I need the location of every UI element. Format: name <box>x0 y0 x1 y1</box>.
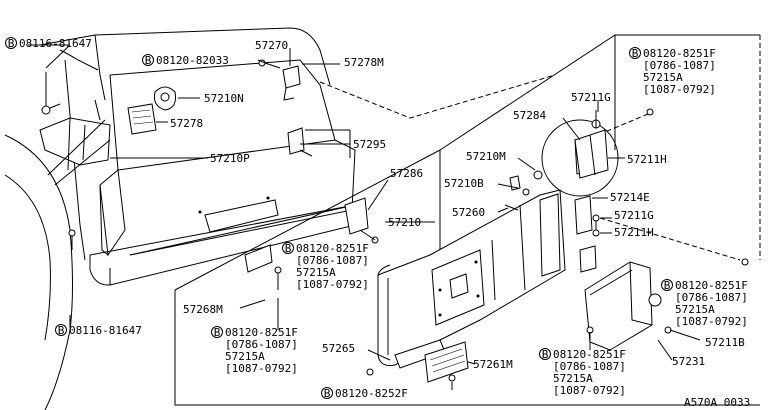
callout-part-57211G-top: 57211G <box>571 91 611 104</box>
callout-part-57210B: 57210B <box>444 177 484 190</box>
callout-part-57270: 57270 <box>255 39 288 52</box>
callout-part-57268M: 57268M <box>183 303 223 316</box>
bolt-symbol-icon: B <box>211 326 223 339</box>
svg-text:B: B <box>145 54 152 67</box>
svg-text:B: B <box>285 242 292 255</box>
bolt-symbol-icon: B <box>661 279 673 292</box>
svg-text:B: B <box>632 47 639 60</box>
hinge-bracket-left <box>39 72 111 186</box>
bolt-symbol-icon: B <box>539 348 551 361</box>
bolt-symbol-icon: B <box>629 47 641 60</box>
callout-block-block-right-line: 57215A <box>675 303 715 316</box>
callout-part-57210M: 57210M <box>466 150 506 163</box>
callout-part-57211G-mid: 57211G <box>614 209 654 222</box>
svg-text:B: B <box>324 387 331 400</box>
callout-part-57295: 57295 <box>353 138 386 151</box>
tire-carrier <box>377 135 597 383</box>
svg-text:B: B <box>214 326 221 339</box>
callout-part-57210N: 57210N <box>204 92 244 105</box>
callout-bolt-08116-81647-top: 08116-81647 <box>19 37 92 50</box>
callout-block-block-top-right-line: [1087-0792] <box>643 83 716 96</box>
callout-block-block-bottom-center-line: 08120-8251F <box>553 348 626 361</box>
bolt-symbol-icon: B <box>321 387 333 400</box>
callout-part-57265: 57265 <box>322 342 355 355</box>
callout-block-block-top-right-line: 57215A <box>643 71 683 84</box>
callout-part-57261M: 57261M <box>473 358 513 371</box>
svg-text:B: B <box>664 279 671 292</box>
callout-part-57211H-mid: 57211H <box>614 226 654 239</box>
svg-text:B: B <box>8 37 15 50</box>
callout-block-block-right-line: [1087-0792] <box>675 315 748 328</box>
callout-block-block-bottom-center-line: [1087-0792] <box>553 384 626 397</box>
diagram-code: A570A 0033 <box>684 396 750 409</box>
callout-block-block-lower-left-line: [1087-0792] <box>225 362 298 375</box>
hinge-upper-detail <box>504 108 654 211</box>
assembly-frame <box>174 34 761 406</box>
callout-block-block-lower-left-line: [0786-1087] <box>225 338 298 351</box>
bolt-symbol-icon: B <box>142 54 154 67</box>
callout-block-block-center-line: [1087-0792] <box>296 278 369 291</box>
bolt-symbol-icon: B <box>282 242 294 255</box>
callout-part-57210P: 57210P <box>210 152 250 165</box>
callout-bolt-08116-81647-bottom: 08116-81647 <box>69 324 142 337</box>
callout-part-57260: 57260 <box>452 206 485 219</box>
callout-block-block-bottom-center-line: [0786-1087] <box>553 360 626 373</box>
svg-text:B: B <box>58 324 65 337</box>
callout-part-57211B: 57211B <box>705 336 745 349</box>
part-shape-57231 <box>584 261 701 351</box>
callout-block-block-right-line: 08120-8251F <box>675 279 748 292</box>
callout-block-block-bottom-center-line: 57215A <box>553 372 593 385</box>
callout-block-block-lower-left-line: 57215A <box>225 350 265 363</box>
callout-part-57211H-top: 57211H <box>627 153 667 166</box>
bolt-symbol-icon: B <box>5 37 17 50</box>
bolt-shapes <box>68 229 456 382</box>
callout-block-block-right-line: [0786-1087] <box>675 291 748 304</box>
callout-block-block-top-right-line: [0786-1087] <box>643 59 716 72</box>
vehicle-body <box>4 27 356 410</box>
callout-bolt-08120-8252F: 08120-8252F <box>335 387 408 400</box>
callout-part-57278: 57278 <box>170 117 203 130</box>
callout-part-57284: 57284 <box>513 109 546 122</box>
hinge-lower-detail <box>592 214 749 266</box>
callout-block-block-top-right-line: 08120-8251F <box>643 47 716 60</box>
callout-block-block-lower-left-line: 08120-8251F <box>225 326 298 339</box>
callout-part-57231: 57231 <box>672 355 705 368</box>
bolt-symbol-icon: B <box>55 324 67 337</box>
callout-block-block-center-line: 08120-8251F <box>296 242 369 255</box>
svg-text:B: B <box>542 348 549 361</box>
part-shapes-top <box>127 59 313 157</box>
part-shape-57286 <box>344 197 379 244</box>
callout-part-57286: 57286 <box>390 167 423 180</box>
callout-block-block-center-line: 57215A <box>296 266 336 279</box>
callout-block-block-center-line: [0786-1087] <box>296 254 369 267</box>
callout-bolt-08120-82033: 08120-82033 <box>156 54 229 67</box>
callout-part-57214E: 57214E <box>610 191 650 204</box>
callout-part-57210: 57210 <box>388 216 421 229</box>
leader-lines <box>28 44 673 390</box>
callout-part-57278M: 57278M <box>344 56 384 69</box>
